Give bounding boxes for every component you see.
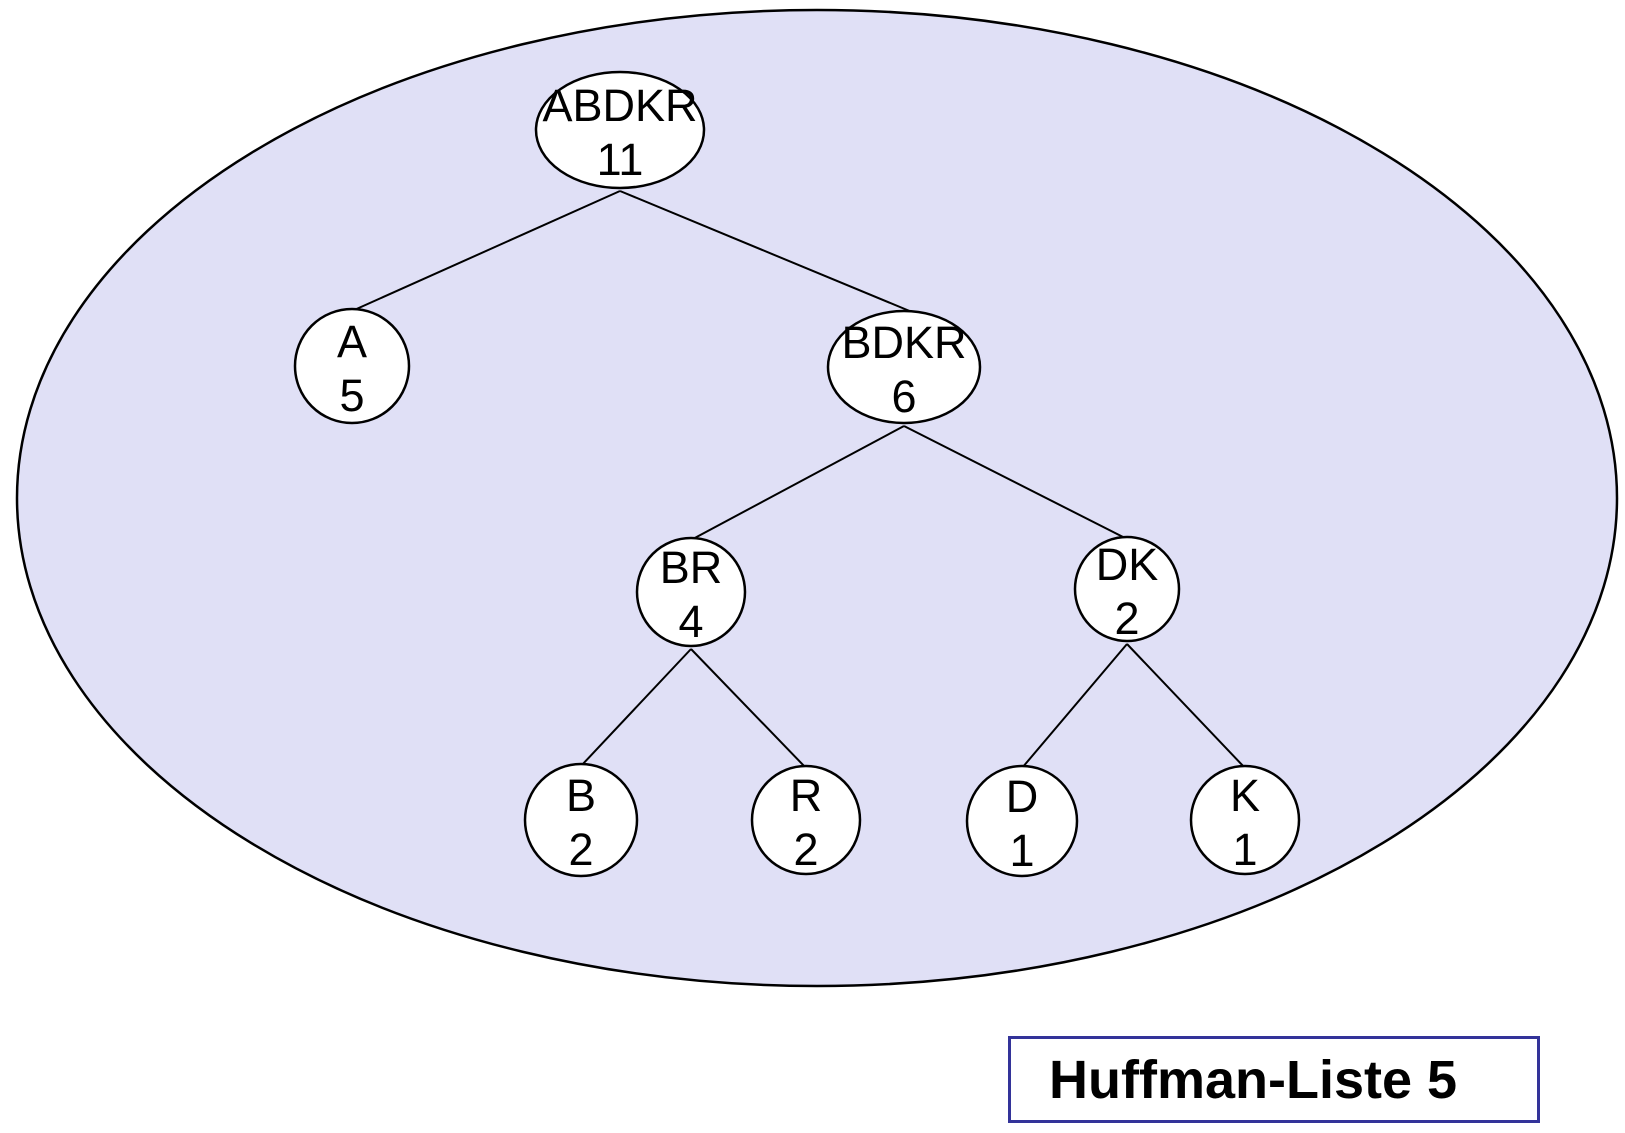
tree-edge-dk-k: [1126, 643, 1246, 769]
node-b-shape: [523, 762, 639, 878]
node-bdkr-shape: [826, 309, 982, 425]
node-a-label: A: [337, 316, 367, 367]
caption-label: Huffman-Liste 5: [1049, 1049, 1458, 1110]
tree-edge-br-b: [580, 648, 692, 767]
tree-edge-bdkr-dk: [903, 425, 1128, 540]
node-a-count: 5: [339, 370, 364, 421]
node-abdkr-shape: [534, 70, 706, 190]
node-d: D 1: [965, 764, 1079, 878]
tree-edge-bdkr-br: [690, 425, 905, 541]
node-abdkr-count: 11: [597, 134, 644, 185]
node-r-count: 2: [793, 824, 818, 875]
node-d-count: 1: [1009, 825, 1034, 876]
tree-edge-br-r: [690, 648, 807, 769]
node-abdkr: ABDKR 11: [534, 70, 706, 190]
node-k-label: K: [1230, 770, 1260, 821]
node-a: A 5: [293, 307, 411, 425]
node-k-count: 1: [1232, 824, 1257, 875]
node-dk-shape: [1073, 535, 1181, 643]
node-d-label: D: [1006, 771, 1039, 822]
node-k: K 1: [1189, 764, 1301, 876]
node-bdkr-count: 6: [891, 371, 916, 422]
tree-edge-dk-d: [1021, 643, 1128, 769]
node-br-label: BR: [660, 542, 723, 593]
node-bdkr-label: BDKR: [841, 317, 966, 368]
tree-edge-abdkr-bdkr: [619, 190, 913, 313]
set-ellipse: [15, 8, 1619, 988]
node-b-count: 2: [568, 824, 593, 875]
node-k-shape: [1189, 764, 1301, 876]
node-dk-label: DK: [1096, 539, 1159, 590]
node-br-shape: [635, 536, 747, 648]
node-d-shape: [965, 764, 1079, 878]
node-r-label: R: [790, 770, 823, 821]
node-bdkr: BDKR 6: [826, 309, 982, 425]
node-dk-count: 2: [1114, 593, 1139, 644]
node-b-label: B: [566, 770, 596, 821]
node-b: B 2: [523, 762, 639, 878]
node-br: BR 4: [635, 536, 747, 648]
node-dk: DK 2: [1073, 535, 1181, 644]
tree-edge-abdkr-a: [351, 190, 621, 312]
node-r-shape: [750, 764, 862, 876]
node-a-shape: [293, 307, 411, 425]
node-r: R 2: [750, 764, 862, 876]
node-br-count: 4: [678, 596, 703, 647]
caption-box: Huffman-Liste 5: [1008, 1036, 1540, 1123]
node-abdkr-label: ABDKR: [542, 80, 697, 131]
